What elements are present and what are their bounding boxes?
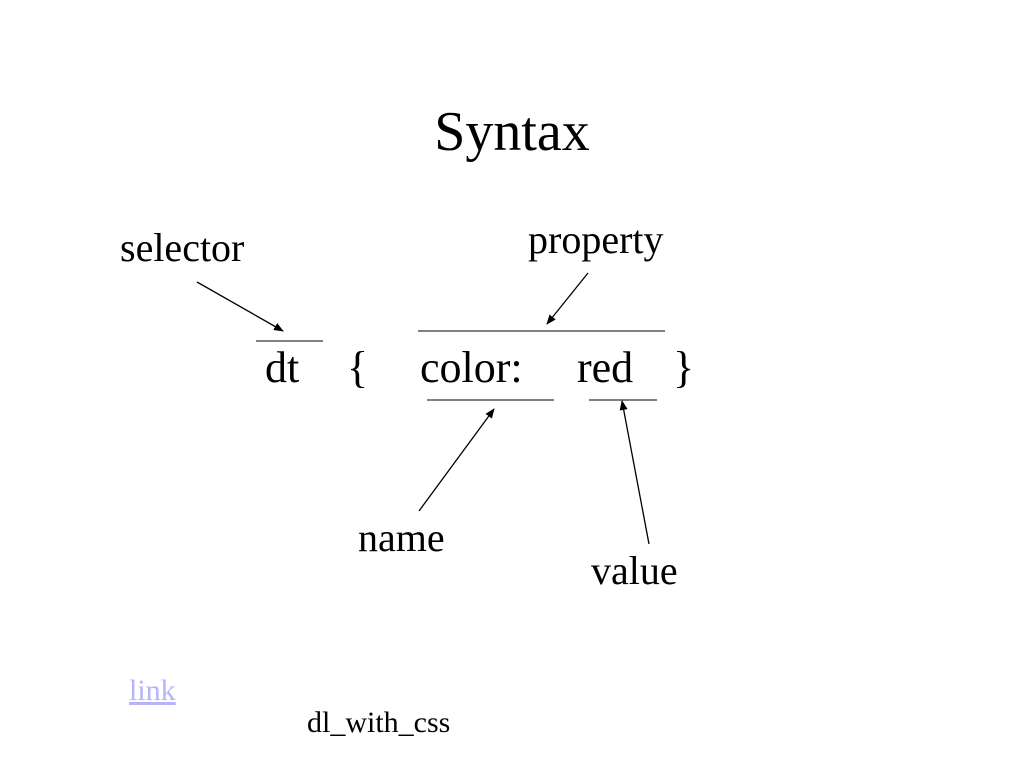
selector-arrow — [196, 281, 284, 332]
code-property-name: color: — [420, 343, 523, 392]
property-arrow — [546, 272, 589, 325]
footer-label: dl_with_css — [307, 706, 451, 739]
code-close-brace: } — [673, 343, 695, 392]
name-label: name — [358, 515, 445, 560]
code-open-brace: { — [347, 343, 369, 392]
value-label: value — [591, 548, 678, 593]
code-selector: dt — [265, 343, 300, 392]
property-label: property — [528, 217, 664, 262]
name-arrow — [418, 408, 495, 512]
slide-title: Syntax — [434, 101, 590, 163]
link[interactable]: link — [129, 674, 176, 707]
code-property-value: red — [577, 343, 634, 392]
value-arrow — [619, 400, 650, 545]
selector-label: selector — [120, 225, 245, 270]
